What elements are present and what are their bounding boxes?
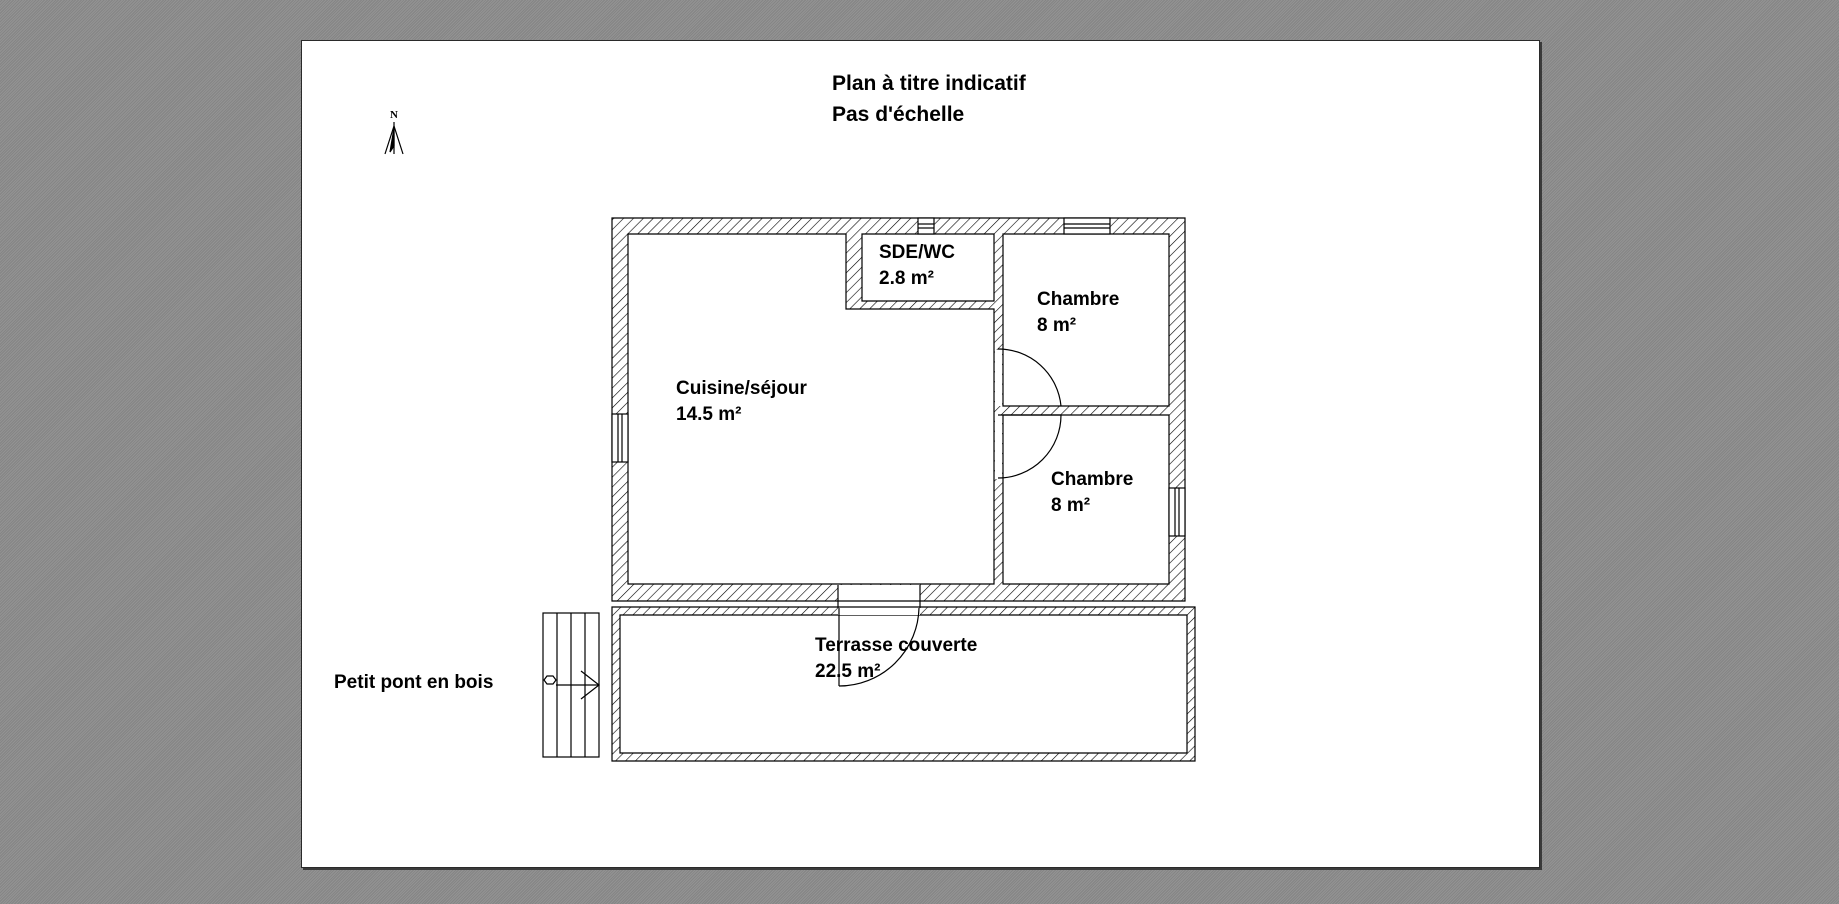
entrance-door-frame bbox=[837, 585, 921, 608]
door-swings bbox=[838, 348, 1062, 687]
room-name: SDE/WC bbox=[879, 242, 955, 263]
plan-title: Plan à titre indicatif bbox=[832, 72, 1026, 95]
room-area: 2.8 m² bbox=[879, 268, 934, 289]
terrace-walls bbox=[611, 606, 1196, 762]
room-area: 22.5 m² bbox=[815, 661, 881, 682]
bridge-label: Petit pont en bois bbox=[334, 672, 494, 693]
room-area: 14.5 m² bbox=[676, 404, 742, 425]
door-swing-chambre1 bbox=[997, 348, 1062, 407]
door-openings bbox=[838, 350, 1002, 615]
svg-text:N: N bbox=[390, 109, 398, 121]
house-walls bbox=[611, 217, 1186, 602]
room-label-chambre-2: Chambre 8 m² bbox=[1051, 467, 1133, 519]
bridge-arrow-icon bbox=[580, 670, 600, 700]
room-label-cuisine: Cuisine/séjour 14.5 m² bbox=[676, 376, 807, 428]
room-label-sde: SDE/WC 2.8 m² bbox=[879, 240, 955, 292]
room-name: Terrasse couverte bbox=[815, 635, 978, 656]
room-name: Chambre bbox=[1051, 469, 1134, 490]
wooden-bridge bbox=[542, 612, 600, 758]
door-swing-chambre2 bbox=[997, 414, 1062, 479]
north-arrow-icon: N bbox=[384, 109, 404, 155]
window-chambre-right bbox=[1168, 487, 1186, 537]
plan-subtitle: Pas d'échelle bbox=[832, 103, 965, 126]
room-label-terrasse: Terrasse couverte 22.5 m² bbox=[815, 633, 977, 685]
room-name: Chambre bbox=[1037, 289, 1120, 310]
window-chambre-top bbox=[1063, 217, 1111, 235]
windows bbox=[611, 217, 1186, 537]
window-cuisine bbox=[611, 413, 629, 463]
room-area: 8 m² bbox=[1051, 495, 1091, 516]
door-swing-entrance bbox=[838, 607, 920, 687]
room-label-chambre-1: Chambre 8 m² bbox=[1037, 287, 1119, 339]
plan-sheet bbox=[301, 40, 1540, 868]
window-sde bbox=[917, 217, 935, 235]
room-name: Cuisine/séjour bbox=[676, 378, 807, 399]
room-area: 8 m² bbox=[1037, 315, 1077, 336]
bridge-hexagon-icon bbox=[543, 675, 557, 685]
